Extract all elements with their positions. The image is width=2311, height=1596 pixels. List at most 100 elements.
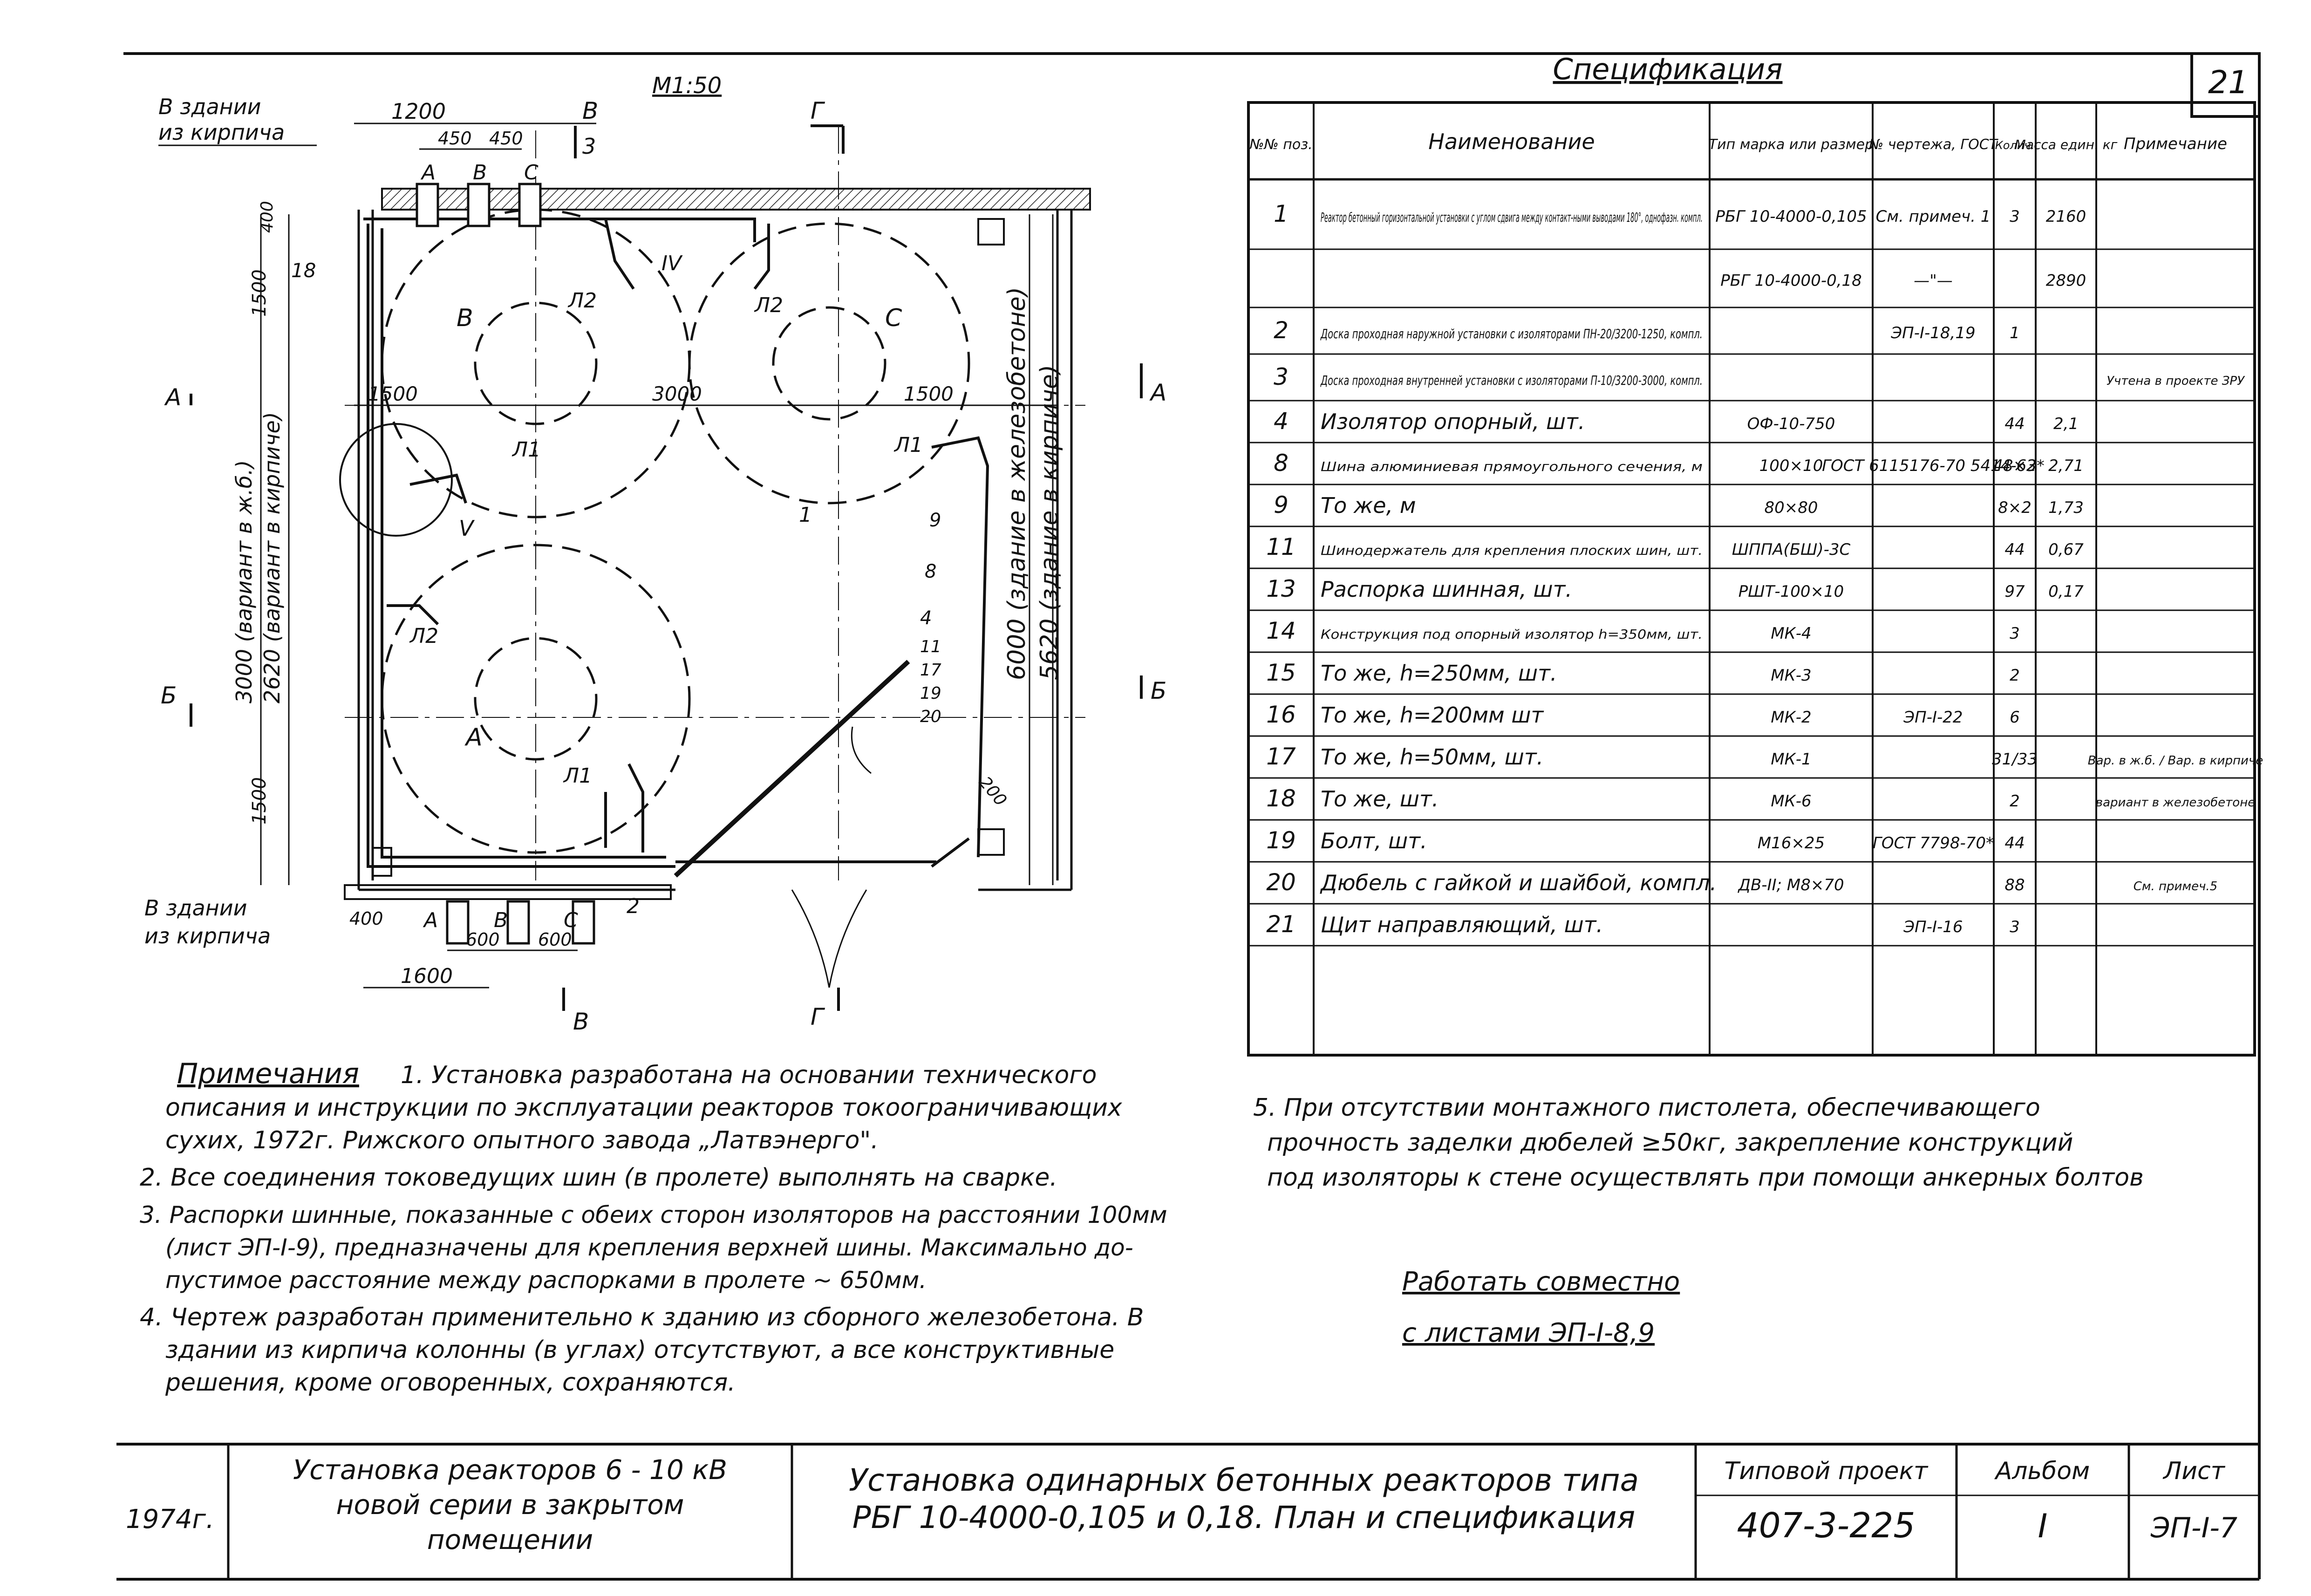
spec-cell-pos: 20 — [1266, 869, 1296, 896]
callout-4: 4 — [920, 607, 932, 629]
spec-header-pos: №№ поз. — [1248, 136, 1312, 153]
type-project-number: 407-3-225 — [1737, 1506, 1916, 1546]
spec-cell-pos: 8 — [1274, 450, 1288, 477]
brick-label-bottom-2: из кирпича — [144, 923, 271, 948]
note-5b: прочность заделки дюбелей ≥50кг, закрепл… — [1267, 1129, 2073, 1157]
spec-cell-doc: ГОСТ 7798-70* — [1873, 834, 1994, 853]
spec-cell-pos: 14 — [1266, 617, 1296, 644]
spec-cell-type: РБГ 10-4000-0,18 — [1720, 272, 1862, 290]
guide-shield — [674, 660, 910, 878]
dim-3000: 3000 — [652, 382, 702, 405]
phase-B-top: В — [473, 161, 487, 184]
spec-cell-pos: 4 — [1274, 408, 1288, 435]
dim-1500d: 1500 — [904, 382, 954, 405]
spec-cell-doc: См. примеч. 1 — [1876, 207, 1991, 226]
spec-cell-qty: 44 — [2004, 834, 2025, 853]
spec-cell-name: Доска проходная внутренней установки с и… — [1320, 373, 1703, 388]
section-V-top: В — [582, 97, 598, 124]
lead-l1-A: Л1 — [563, 764, 592, 788]
spec-cell-qty: 8×2 — [1998, 498, 2031, 517]
callout-18: 18 — [291, 259, 316, 282]
spec-cell-mass: 0,67 — [2048, 540, 2084, 559]
spec-cell-qty: 44 — [2004, 415, 2025, 433]
spec-cell-name: Распорка шинная, шт. — [1321, 577, 1572, 602]
note-5c: под изоляторы к стене осуществлять при п… — [1267, 1164, 2144, 1192]
spec-cell-name: Доска проходная наружной установки с изо… — [1320, 326, 1703, 341]
note-4a: 4. Чертеж разработан применительно к зда… — [140, 1303, 1144, 1331]
centerlines — [345, 126, 1085, 880]
spec-cell-doc: ГОСТ 6115176-70 5414-63* — [1822, 457, 2045, 475]
spec-cell-qty: 97 — [2004, 582, 2025, 601]
spec-cell-type: ДВ-II; М8×70 — [1737, 876, 1844, 894]
spec-cell-pos: 2 — [1274, 317, 1288, 344]
sheet-number: 21 — [2208, 64, 2249, 101]
spec-cell-qty: 44 — [2004, 540, 2025, 559]
spec-cell-doc: ЭП-I-22 — [1903, 708, 1963, 727]
spec-cell-qty: 2 — [2010, 792, 2020, 811]
spec-cell-qty: 3 — [2010, 207, 2020, 226]
spec-cell-type: М16×25 — [1758, 834, 1825, 853]
bottom-wall — [344, 884, 672, 900]
spec-cell-name: Шинодержатель для крепления плоских шин,… — [1321, 543, 1703, 558]
spec-cell-mass: 0,17 — [2048, 582, 2084, 601]
spec-cell-note: вариант в железобетоне — [2096, 796, 2255, 810]
column-top-right — [977, 218, 1005, 246]
callout-V: V — [459, 516, 475, 541]
spec-cell-mass: 2160 — [2046, 207, 2086, 226]
spec-cell-qty: 1 — [2010, 324, 2020, 342]
scale-label: М1:50 — [652, 73, 722, 99]
phase-B-bottom: В — [494, 908, 508, 932]
lead-l2-B: Л2 — [567, 289, 597, 313]
spec-cell-type: 80×80 — [1764, 498, 1818, 517]
note-1a: 1. Установка разработана на основании те… — [401, 1061, 1097, 1089]
brick-label-top-2: из кирпича — [158, 120, 285, 145]
note-1c: сухих, 1972г. Рижского опытного завода „… — [165, 1126, 879, 1154]
spec-cell-qty: 31/33 — [1992, 750, 2038, 769]
spec-cell-pos: 3 — [1274, 363, 1288, 390]
dim-1600: 1600 — [401, 964, 453, 988]
dim-right-outer: 6000 (здание в железобетоне) — [1003, 287, 1031, 680]
spec-cell-qty: 6 — [2010, 708, 2020, 727]
spec-cell-pos: 21 — [1266, 911, 1296, 938]
busbars — [363, 218, 989, 868]
reactor-A-label: А — [464, 723, 483, 751]
insulators-top — [416, 183, 595, 945]
spec-cell-note: Учтена в проекте ЗРУ — [2106, 374, 2245, 388]
dim-left-inner: 2620 (вариант в кирпиче) — [259, 412, 285, 703]
dim-400a: 400 — [258, 201, 277, 233]
section-3: 3 — [582, 134, 596, 159]
lead-l2-A: Л2 — [409, 624, 438, 648]
spec-header-note: Примечание — [2124, 135, 2227, 153]
dimension-lines — [260, 123, 1057, 989]
phase-C-top: С — [524, 161, 539, 184]
album-label: Альбом — [1994, 1457, 2090, 1485]
joint-work-1: Работать совместно — [1402, 1267, 1680, 1297]
top-wall — [381, 188, 1091, 211]
spec-cell-pos: 9 — [1274, 491, 1288, 518]
section-B-right: Б — [1151, 677, 1166, 704]
phase-A-bottom: А — [423, 908, 438, 932]
spec-cell-qty: 2 — [2010, 666, 2020, 685]
spec-cell-type: ОФ-10-750 — [1747, 415, 1835, 433]
sheet-label: Лист — [2162, 1457, 2225, 1485]
section-B-left: Б — [161, 682, 177, 709]
project-title-1: Установка реакторов 6 - 10 кВ — [293, 1454, 727, 1486]
note-5a: 5. При отсутствии монтажного пистолета, … — [1253, 1094, 2040, 1122]
spec-cell-type: МК-1 — [1771, 750, 1811, 769]
project-title-2: новой серии в закрытом — [336, 1489, 684, 1521]
note-1b: описания и инструкции по эксплуатации ре… — [165, 1094, 1123, 1122]
callout-IV: IV — [661, 252, 683, 275]
note-3a: 3. Распорки шинные, показанные с обеих с… — [140, 1201, 1167, 1228]
brick-label-bottom-1: В здании — [144, 895, 247, 921]
spec-cell-name: То же, h=250мм, шт. — [1321, 661, 1557, 686]
spec-cell-type: 100×10 — [1759, 457, 1823, 475]
spec-cell-qty: 48×2 — [1993, 457, 2036, 475]
spec-cell-qty: 3 — [2010, 918, 2020, 936]
spec-cell-mass: 2,1 — [2053, 415, 2079, 433]
spec-cell-pos: 13 — [1266, 575, 1296, 602]
spec-cell-name: То же, h=50мм, шт. — [1321, 744, 1543, 770]
spec-cell-note: См. примеч.5 — [2134, 880, 2217, 893]
note-4b: здании из кирпича колонны (в углах) отсу… — [165, 1336, 1114, 1364]
